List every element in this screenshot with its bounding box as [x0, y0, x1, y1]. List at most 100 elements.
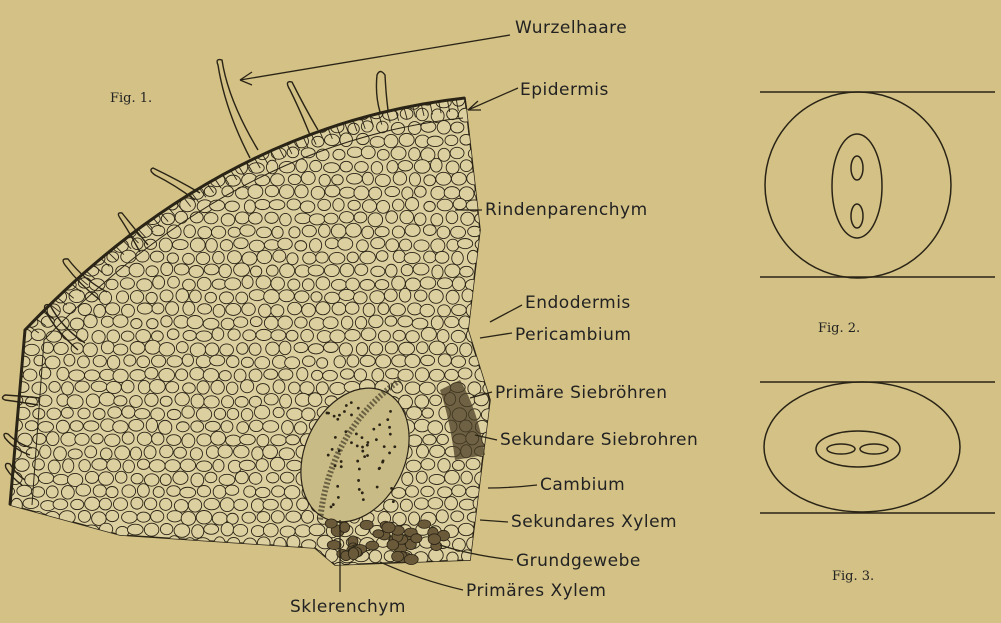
parenchyma-cell	[255, 95, 270, 106]
parenchyma-cell	[158, 107, 174, 119]
fig3-drawing	[760, 382, 995, 513]
parenchyma-cell	[226, 435, 241, 446]
parenchyma-cell	[63, 303, 75, 314]
parenchyma-cell	[451, 226, 466, 238]
parenchyma-cell	[192, 525, 204, 538]
parenchyma-cell	[340, 187, 355, 198]
parenchyma-cell	[248, 185, 263, 199]
parenchyma-cell	[378, 330, 390, 341]
parenchyma-cell	[17, 304, 30, 316]
parenchyma-cell	[288, 565, 300, 577]
parenchyma-cell	[101, 316, 113, 327]
parenchyma-cell	[136, 330, 151, 343]
parenchyma-cell	[176, 289, 189, 303]
parenchyma-cell	[436, 172, 451, 185]
parenchyma-cell	[129, 187, 143, 200]
parenchyma-cell	[138, 380, 150, 393]
parenchyma-cell	[62, 94, 76, 106]
parenchyma-cell	[438, 354, 451, 367]
parenchyma-cell	[295, 185, 308, 198]
parenchyma-cell	[67, 395, 83, 409]
parenchyma-cell	[120, 278, 134, 289]
parenchyma-cell	[300, 201, 315, 213]
parenchyma-cell	[211, 380, 224, 394]
parenchyma-cell	[11, 498, 22, 512]
parenchyma-cell	[242, 276, 253, 289]
parenchyma-cell	[417, 445, 429, 458]
parenchyma-cell	[204, 524, 219, 534]
parenchyma-cell	[348, 94, 359, 108]
parenchyma-cell	[399, 288, 410, 302]
parenchyma-cell	[34, 355, 45, 366]
parenchyma-cell	[122, 406, 135, 418]
parenchyma-cell	[100, 135, 111, 147]
parenchyma-cell	[183, 253, 195, 264]
parenchyma-cell	[325, 292, 340, 303]
sieve-tube-dot	[333, 415, 336, 418]
parenchyma-cell	[242, 512, 255, 523]
parenchyma-cell	[129, 263, 144, 277]
parenchyma-cell	[219, 264, 231, 277]
parenchyma-cell	[415, 395, 429, 408]
parenchyma-cell	[167, 511, 182, 522]
parenchyma-cell	[241, 357, 253, 367]
parenchyma-cell	[2, 174, 16, 188]
parenchyma-cell	[211, 431, 226, 445]
parenchyma-cell	[11, 523, 23, 537]
parenchyma-cell	[297, 368, 308, 381]
parenchyma-cell	[204, 213, 218, 224]
parenchyma-cell	[392, 488, 406, 499]
parenchyma-cell	[295, 291, 309, 303]
parenchyma-cell	[0, 446, 6, 457]
parenchyma-cell	[122, 562, 137, 574]
parenchyma-cell	[257, 512, 270, 523]
parenchyma-cell	[361, 328, 376, 341]
sieve-tube-dot	[382, 459, 385, 462]
parenchyma-cell	[127, 524, 143, 535]
parenchyma-cell	[481, 459, 496, 472]
parenchyma-cell	[150, 380, 166, 394]
parenchyma-cell	[55, 240, 70, 252]
parenchyma-cell	[356, 343, 367, 356]
parenchyma-cell	[152, 539, 166, 550]
parenchyma-cell	[295, 525, 311, 537]
parenchyma-cell	[257, 250, 272, 263]
parenchyma-cell	[334, 356, 345, 368]
parenchyma-cell	[289, 227, 300, 238]
parenchyma-cell	[332, 97, 343, 108]
parenchyma-cell	[346, 278, 360, 291]
parenchyma-cell	[437, 121, 450, 134]
parenchyma-cell	[452, 305, 467, 316]
parenchyma-cell	[482, 250, 497, 262]
parenchyma-cell	[0, 370, 7, 381]
parenchyma-cell	[23, 369, 37, 381]
parenchyma-cell	[446, 211, 458, 224]
parenchyma-cell	[26, 448, 38, 459]
parenchyma-cell	[378, 303, 389, 315]
parenchyma-cell	[71, 499, 84, 509]
parenchyma-cell	[234, 263, 250, 276]
parenchyma-cell	[191, 473, 204, 487]
parenchyma-cell	[393, 330, 405, 341]
parenchyma-cell	[476, 342, 487, 354]
parenchyma-cell	[205, 343, 219, 356]
parenchyma-cell	[160, 498, 172, 510]
parenchyma-cell	[222, 396, 234, 408]
parenchyma-cell	[419, 382, 435, 394]
parenchyma-cell	[1, 563, 13, 574]
parenchyma-cell	[414, 498, 428, 509]
parenchyma-cell	[145, 109, 159, 122]
parenchyma-cell	[48, 122, 62, 134]
parenchyma-cell	[1, 408, 14, 421]
leader-sekundares-xylem	[480, 520, 508, 522]
parenchyma-cell	[330, 330, 345, 343]
parenchyma-cell	[475, 317, 490, 331]
parenchyma-cell	[212, 328, 224, 341]
parenchyma-cell	[360, 251, 376, 264]
parenchyma-cell	[124, 355, 136, 366]
parenchyma-cell	[85, 212, 98, 224]
parenchyma-cell	[393, 250, 405, 262]
parenchyma-cell	[475, 239, 487, 249]
parenchyma-cell	[114, 396, 127, 406]
sieve-tube-dot	[361, 450, 364, 453]
